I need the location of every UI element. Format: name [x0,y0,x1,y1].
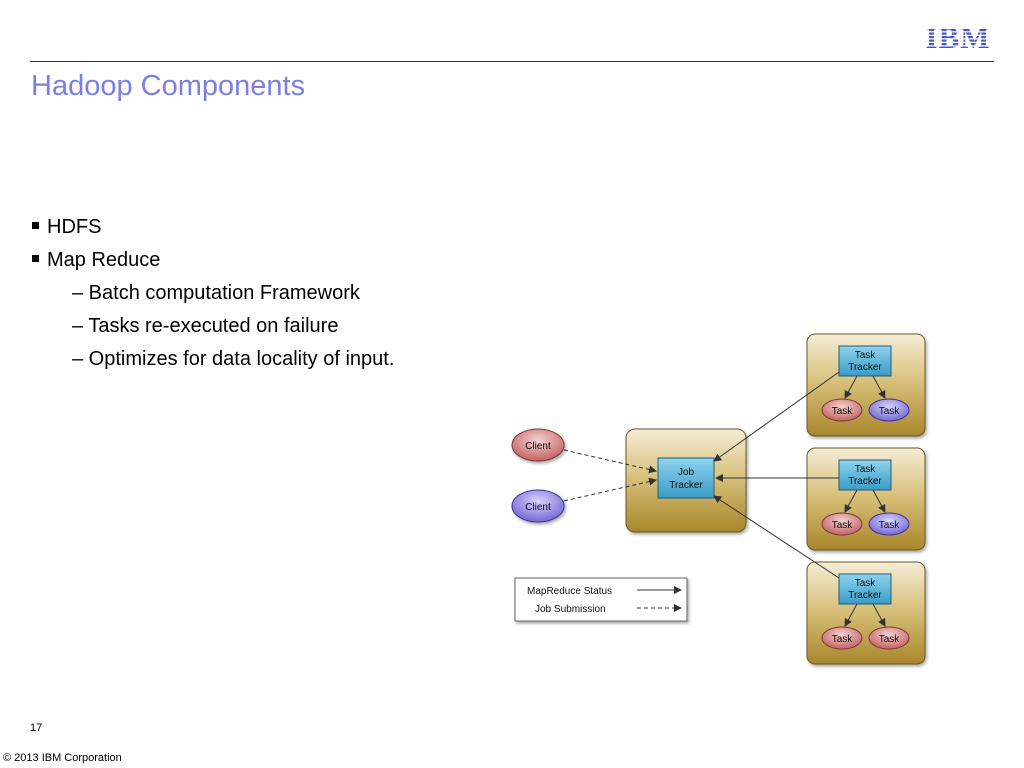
task-label: Task [832,406,854,417]
diagram-legend: MapReduce Status Job Submission [514,577,688,622]
status-arrow [713,495,840,579]
job-tracker-label-2: Tracker [669,480,703,491]
slide-title: Hadoop Components [31,70,306,102]
mapreduce-diagram: Job Tracker Task Tracker Task Task Task … [511,333,926,665]
bullet-square-icon [32,222,39,230]
task-tracker-label-2: Tracker [848,590,882,601]
bullet-text: Map Reduce [47,249,161,271]
ibm-logo-text: IBM [926,22,991,52]
job-submission-arrow [563,477,657,502]
task-tracker-label-1: Task [855,350,877,361]
legend-submission-label: Job Submission [535,604,606,615]
sub-bullet-tasks: – Tasks re-executed on failure [72,315,339,337]
sub-bullet-batch: – Batch computation Framework [72,282,360,304]
task-label: Task [879,520,901,531]
task-tracker-node-2: Task Tracker Task Task [806,447,926,551]
copyright-text: © 2013 IBM Corporation [3,752,122,764]
client-label: Client [525,441,551,452]
bullet-text: HDFS [47,216,102,238]
task-label: Task [832,634,854,645]
job-submission-arrow [563,449,657,474]
bullet-map-reduce: Map Reduce [32,249,160,272]
task-tracker-label-1: Task [855,464,877,475]
job-tracker-label-1: Job [678,467,695,478]
job-tracker-node: Job Tracker [625,428,747,533]
task-tracker-label-2: Tracker [848,476,882,487]
task-tracker-node-3: Task Tracker Task Task [806,561,926,665]
header-rule [30,61,994,62]
task-label: Task [879,406,901,417]
task-label: Task [879,634,901,645]
status-arrow [713,371,840,462]
page-number: 17 [30,722,43,734]
task-tracker-label-2: Tracker [848,362,882,373]
bullet-hdfs: HDFS [32,216,101,239]
client-node-1: Client [511,428,565,462]
task-tracker-node-1: Task Tracker Task Task [806,333,926,437]
legend-status-label: MapReduce Status [527,586,612,597]
ibm-logo: IBM [926,22,991,52]
bullet-square-icon [32,255,39,263]
client-label: Client [525,502,551,513]
sub-bullet-locality: – Optimizes for data locality of input. [72,348,395,370]
client-node-2: Client [511,489,565,523]
task-tracker-label-1: Task [855,578,877,589]
task-label: Task [832,520,854,531]
